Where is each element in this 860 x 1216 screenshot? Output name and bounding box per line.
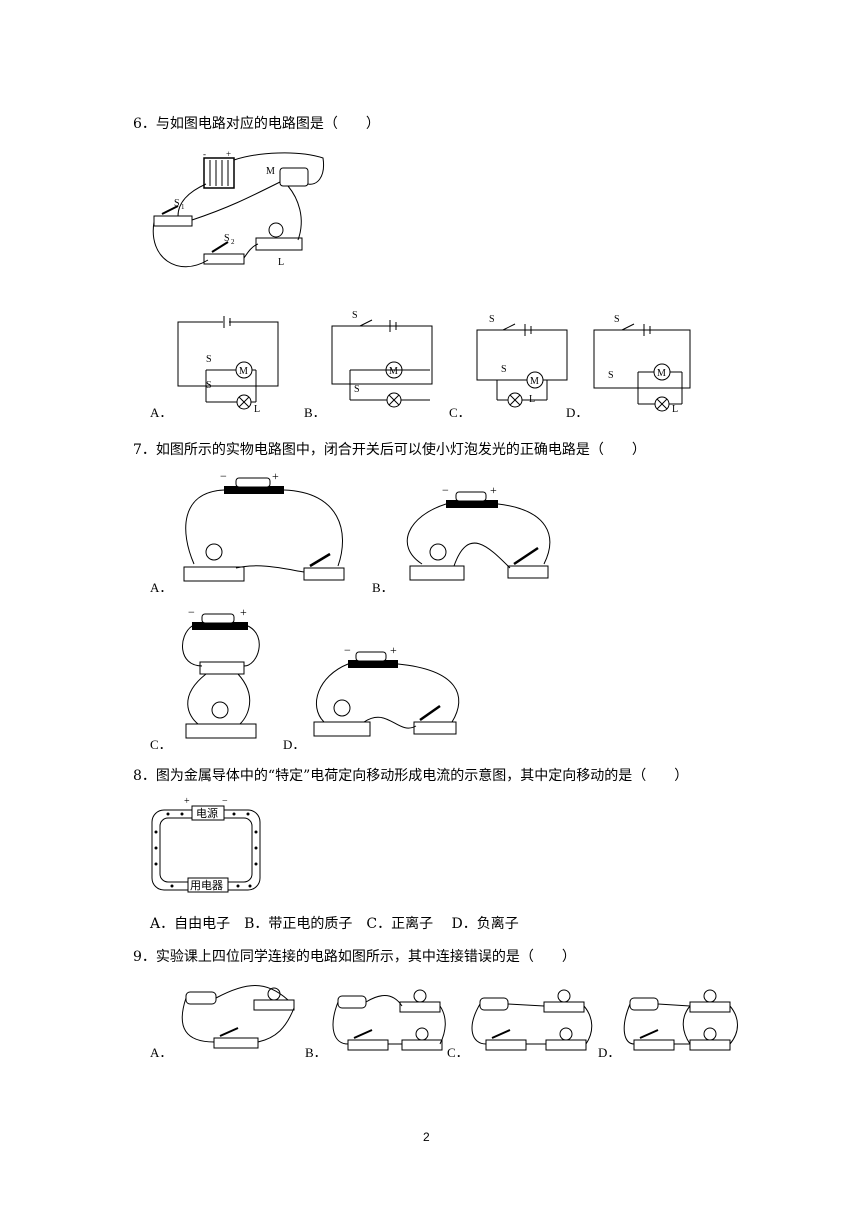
- svg-text:1: 1: [181, 203, 185, 211]
- q9-option-d-figure: [623, 989, 738, 1051]
- q9-option-d-label: D．: [598, 1045, 621, 1060]
- svg-text:电源: 电源: [196, 806, 218, 820]
- q6-option-d-label: D．: [566, 405, 589, 420]
- q9-option-c-figure: [471, 989, 593, 1051]
- svg-text:+: +: [272, 472, 279, 483]
- svg-text:L: L: [254, 404, 260, 412]
- svg-text:M: M: [239, 366, 248, 377]
- svg-text:用电器: 用电器: [190, 879, 223, 892]
- q7-option-b-label: B．: [372, 580, 394, 595]
- svg-text:+: +: [390, 646, 397, 657]
- page-number: 2: [423, 1130, 430, 1144]
- svg-text:+: +: [490, 486, 497, 497]
- svg-text:S: S: [224, 233, 230, 244]
- question-6-stem: 6．与如图电路对应的电路图是（ ）: [133, 116, 380, 132]
- svg-text:S: S: [489, 314, 495, 325]
- svg-text:+: +: [240, 606, 247, 619]
- q7-option-a-figure: −+: [183, 472, 345, 582]
- q9-option-a-figure: [181, 985, 295, 1049]
- svg-text:S: S: [352, 310, 358, 321]
- q9-option-b-figure: [332, 989, 446, 1051]
- svg-text:+: +: [184, 796, 190, 807]
- q7-option-c-label: C．: [150, 737, 172, 752]
- svg-text:M: M: [530, 376, 539, 387]
- svg-text:L: L: [278, 257, 284, 268]
- question-9-stem: 9．实验课上四位同学连接的电路如图所示，其中连接错误的是（ ）: [133, 949, 576, 965]
- svg-text:−: −: [442, 486, 449, 497]
- svg-text:−: −: [220, 472, 227, 483]
- svg-text:−: −: [222, 796, 228, 807]
- q6-option-a-diagram: M S S L: [177, 316, 279, 412]
- q6-option-c-diagram: S M S L: [476, 314, 568, 408]
- q7-option-b-figure: −+: [406, 486, 551, 581]
- q8-current-diagram: 电源 + − 用电器: [151, 796, 261, 893]
- question-7-stem: 7．如图所示的实物电路图中，闭合开关后可以使小灯泡发光的正确电路是（ ）: [133, 442, 646, 458]
- svg-text:L: L: [529, 394, 535, 405]
- q9-option-a-label: A．: [150, 1045, 173, 1060]
- q9-option-b-label: B．: [305, 1045, 327, 1060]
- svg-text:S: S: [206, 354, 212, 365]
- svg-text:M: M: [657, 368, 666, 379]
- svg-text:+: +: [226, 149, 231, 159]
- q7-option-d-figure: −+: [313, 646, 460, 737]
- svg-text:S: S: [174, 198, 180, 209]
- svg-text:M: M: [266, 166, 275, 177]
- svg-text:L: L: [672, 404, 678, 412]
- svg-text:S: S: [614, 314, 620, 325]
- q6-option-a-label: A．: [150, 405, 173, 420]
- svg-text:−: −: [344, 646, 351, 657]
- svg-text:-: -: [203, 149, 206, 159]
- question-8-stem: 8．图为金属导体中的“特定”电荷定向移动形成电流的示意图，其中定向移动的是（ ）: [133, 768, 689, 784]
- q6-option-d-diagram: S M S L: [593, 314, 691, 412]
- svg-text:2: 2: [231, 238, 235, 246]
- q7-option-a-label: A．: [150, 580, 173, 595]
- question-8-choices: A．自由电子 B．带正电的质子 C．正离子 D．负离子: [150, 916, 519, 932]
- q7-option-c-figure: −+: [182, 606, 260, 739]
- svg-text:S: S: [206, 380, 212, 391]
- q9-option-c-label: C．: [447, 1045, 469, 1060]
- q6-option-b-label: B．: [304, 405, 326, 420]
- svg-text:−: −: [188, 606, 195, 619]
- svg-text:M: M: [389, 366, 398, 377]
- svg-text:S: S: [608, 370, 614, 381]
- svg-text:S: S: [501, 364, 507, 375]
- svg-text:S: S: [354, 384, 360, 395]
- q7-option-d-label: D．: [283, 737, 306, 752]
- q6-option-b-diagram: S M S: [331, 310, 433, 408]
- q6-option-c-label: C．: [449, 405, 471, 420]
